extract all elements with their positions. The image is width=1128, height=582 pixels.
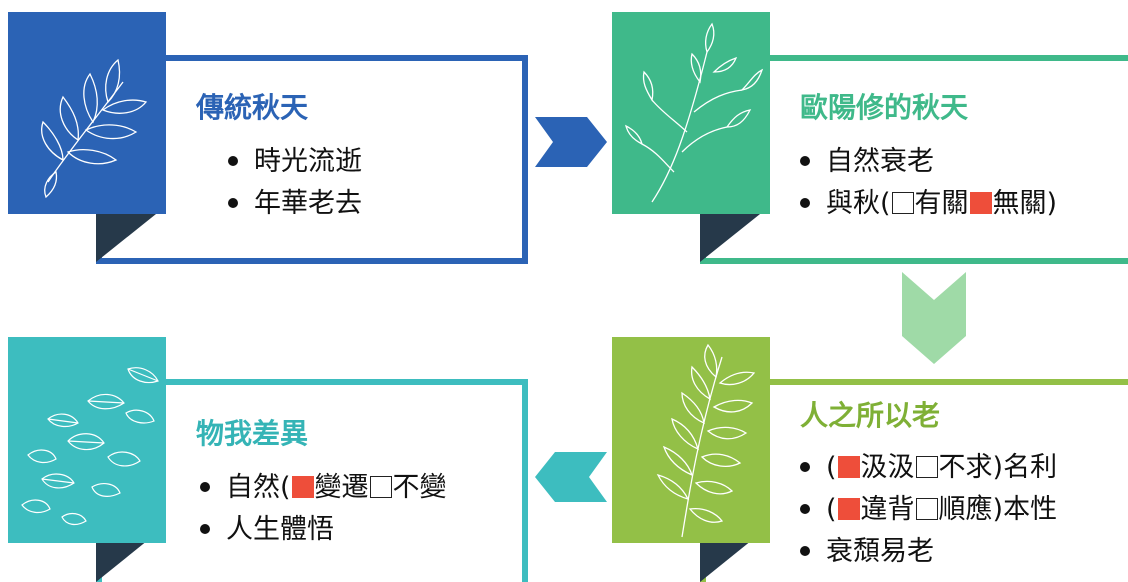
checkbox-checked-icon xyxy=(837,456,860,478)
fern-icon xyxy=(656,343,756,538)
list-item: 自然衰老 xyxy=(800,140,1057,182)
checkbox-unchecked-icon xyxy=(915,456,938,478)
panel-tile xyxy=(8,337,166,543)
checkbox-checked-icon xyxy=(969,192,992,214)
arrow-left-icon xyxy=(535,452,607,502)
list-item: (汲汲不求)名利 xyxy=(800,446,1057,488)
panel-frame xyxy=(96,55,528,264)
list-item: 人生體悟 xyxy=(200,508,447,550)
list-item: 時光流逝 xyxy=(228,140,362,182)
panel-shadow-tab xyxy=(700,206,770,262)
panel-tile xyxy=(612,337,770,543)
checkbox-unchecked-icon xyxy=(891,192,914,214)
panel-title: 人之所以老 xyxy=(800,399,941,432)
checkbox-unchecked-icon xyxy=(369,476,392,498)
list-item: (違背順應)本性 xyxy=(800,488,1057,530)
arrow-right-icon xyxy=(535,117,607,167)
checkbox-unchecked-icon xyxy=(915,498,938,520)
panel-list: 自然衰老 與秋(有關無關) xyxy=(800,140,1057,224)
checkbox-checked-icon xyxy=(291,476,314,498)
list-item: 自然(變遷不變 xyxy=(200,466,447,508)
list-item: 衰頹易老 xyxy=(800,530,1057,572)
panel-title: 傳統秋天 xyxy=(196,91,309,124)
falling-leaves-icon xyxy=(21,367,159,526)
arrow-down-icon xyxy=(902,272,966,364)
panel-list: 自然(變遷不變 人生體悟 xyxy=(200,466,447,550)
panel-frame xyxy=(700,379,1128,582)
panel-title: 歐陽修的秋天 xyxy=(800,91,969,124)
twig-icon xyxy=(625,22,764,203)
list-item: 年華老去 xyxy=(228,182,362,224)
list-item: 與秋(有關無關) xyxy=(800,182,1057,224)
panel-frame xyxy=(700,55,1128,264)
panel-list: (汲汲不求)名利 (違背順應)本性 衰頹易老 xyxy=(800,446,1057,572)
panel-tile xyxy=(8,12,166,214)
checkbox-checked-icon xyxy=(837,498,860,520)
panel-tile xyxy=(612,12,770,214)
panel-list: 時光流逝 年華老去 xyxy=(228,140,362,224)
leaf-branch-icon xyxy=(41,58,148,199)
panel-title: 物我差異 xyxy=(196,417,309,450)
panel-shadow-tab xyxy=(96,206,166,262)
